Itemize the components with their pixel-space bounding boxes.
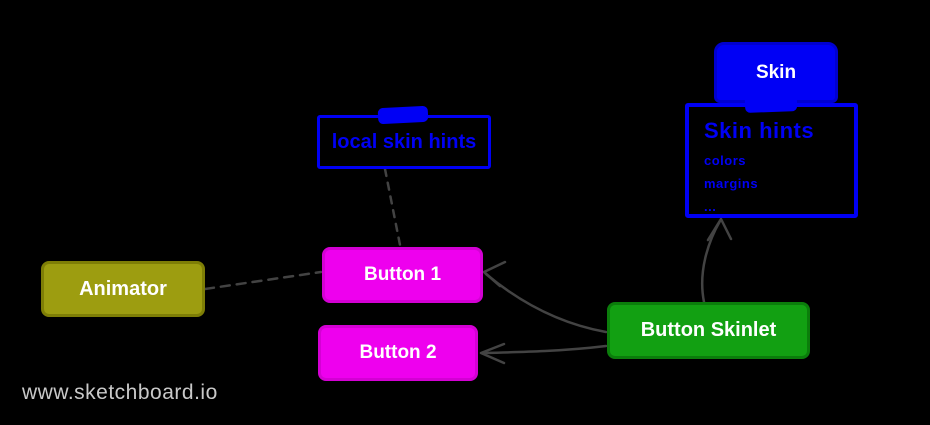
edge-localskinhints-button1	[383, 167, 402, 247]
arrowhead-button1	[482, 260, 507, 288]
button-skinlet-label: Button Skinlet	[640, 319, 777, 341]
edge-buttonskinlet-button2	[481, 344, 608, 355]
edge-buttonskinlet-skinhints	[700, 219, 722, 304]
node-button-skinlet[interactable]: Button Skinlet	[607, 302, 810, 359]
node-local-skin-hints[interactable]: local skin hints	[317, 115, 491, 169]
edge-animator-button1	[203, 270, 323, 291]
animator-label: Animator	[79, 277, 167, 300]
skin-hints-item-margins: margins	[704, 176, 759, 191]
button2-label: Button 2	[359, 342, 437, 363]
node-animator[interactable]: Animator	[41, 261, 205, 317]
skin-hints-item-ellipsis: ...	[704, 199, 717, 214]
sketchboard-watermark: www.sketchboard.io	[22, 381, 218, 404]
node-skin-hints[interactable]: Skin hints colors margins ...	[685, 103, 858, 218]
skin-hints-title: Skin hints	[704, 118, 815, 143]
arrowhead-skinhints	[706, 217, 733, 242]
node-button1[interactable]: Button 1	[322, 247, 483, 303]
node-skin-label: Skin	[755, 61, 797, 83]
local-skin-hints-label: local skin hints	[331, 130, 477, 153]
node-skin[interactable]: Skin	[714, 42, 838, 103]
edge-buttonskinlet-button1	[484, 272, 608, 334]
skin-hints-item-colors: colors	[704, 153, 747, 168]
button1-label: Button 1	[363, 264, 442, 285]
arrowhead-button2	[479, 342, 506, 365]
node-button2[interactable]: Button 2	[318, 325, 478, 381]
